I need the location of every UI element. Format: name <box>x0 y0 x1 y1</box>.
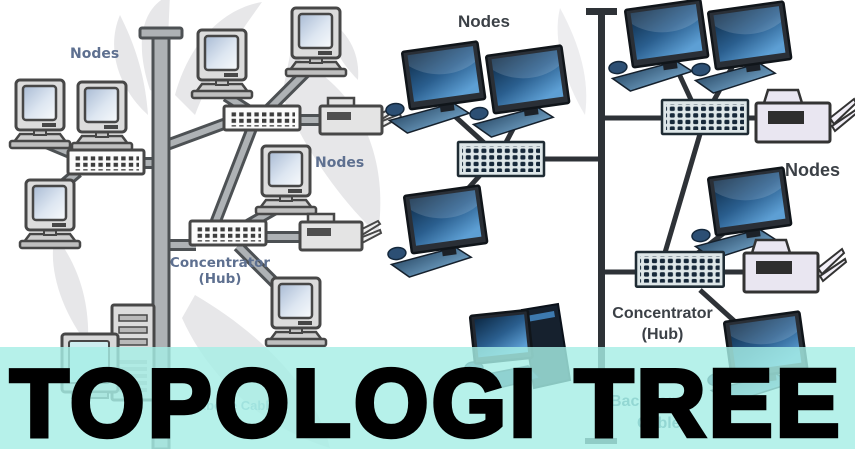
modern-hub-icon <box>456 140 546 178</box>
classic-hub-icon <box>222 104 302 132</box>
left-trunk-cap <box>138 26 184 40</box>
modern-monitor-icon <box>378 184 492 281</box>
modern-monitor-icon <box>376 40 490 137</box>
classic-printer-icon <box>318 96 403 136</box>
right-hub-label: (Hub) <box>641 326 684 343</box>
classic-computer-icon <box>264 276 328 348</box>
classic-concentrator-hub-icon <box>188 219 268 247</box>
modern-concentrator-hub-icon <box>634 250 725 288</box>
right-nodes-label-top: Nodes <box>458 12 510 31</box>
right-nodes-label-side: Nodes <box>785 160 841 180</box>
classic-hub-icon <box>66 148 146 176</box>
left-trunk <box>138 26 184 449</box>
modern-printer-icon <box>754 88 855 144</box>
left-concentrator-label: Concentrator <box>169 255 271 271</box>
title-banner <box>0 347 855 449</box>
left-nodes-label-mid: Nodes <box>315 155 365 171</box>
left-nodes-label-top: Nodes <box>70 46 120 62</box>
modern-hub-icon <box>660 98 750 136</box>
right-concentrator-label: Concentrator <box>612 305 713 322</box>
classic-computer-icon <box>70 80 134 152</box>
page-title: TOPOLOGI TREE <box>8 350 843 449</box>
backbone-top-cap <box>586 8 617 15</box>
modern-printer-icon <box>742 238 848 294</box>
classic-computer-icon <box>254 144 318 216</box>
classic-computer-icon <box>18 178 82 250</box>
left-hub-label: (Hub) <box>198 271 242 287</box>
classic-computer-icon <box>190 28 254 100</box>
classic-computer-icon <box>284 6 348 78</box>
modern-monitor-icon <box>599 0 713 95</box>
classic-computer-icon <box>8 78 72 150</box>
